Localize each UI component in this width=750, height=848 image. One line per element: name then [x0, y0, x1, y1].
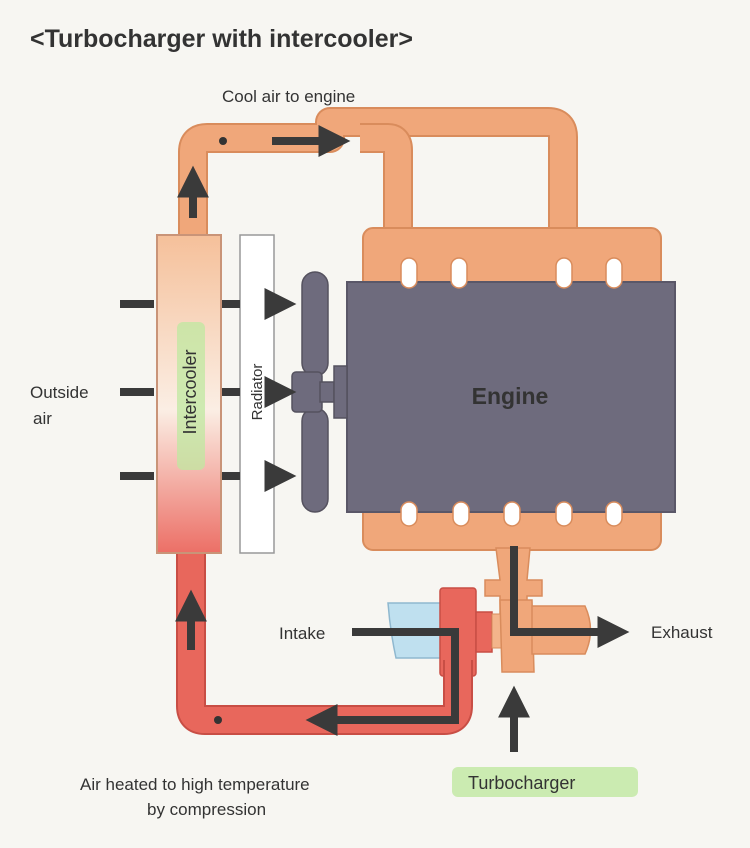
intercooler-highlight — [177, 322, 205, 470]
outside-air-label: Outside — [30, 383, 89, 402]
exhaust-label: Exhaust — [651, 623, 713, 642]
outside-air-label-2: air — [33, 409, 52, 428]
intercooler-label: Intercooler — [180, 349, 200, 434]
heated-air-label-2: by compression — [147, 800, 266, 819]
flow-arrows — [120, 125, 630, 752]
cool-air-point — [219, 137, 227, 145]
radiator-label: Radiator — [249, 364, 266, 421]
engine-label: Engine — [472, 383, 549, 409]
turbocharger-label-highlight — [452, 767, 638, 797]
heated-air-point — [214, 716, 222, 724]
cool-air-label: Cool air to engine — [222, 87, 355, 106]
manifold-ports — [400, 257, 623, 527]
intercooler: Intercooler — [156, 234, 222, 554]
fan — [291, 271, 348, 513]
engine-block — [346, 281, 676, 513]
radiator: Radiator — [239, 234, 275, 554]
intake-label: Intake — [279, 624, 325, 643]
page-title: <Turbocharger with intercooler> — [30, 25, 413, 53]
turbocharger-label: Turbocharger — [468, 773, 575, 793]
heated-air-label: Air heated to high temperature — [80, 775, 310, 794]
